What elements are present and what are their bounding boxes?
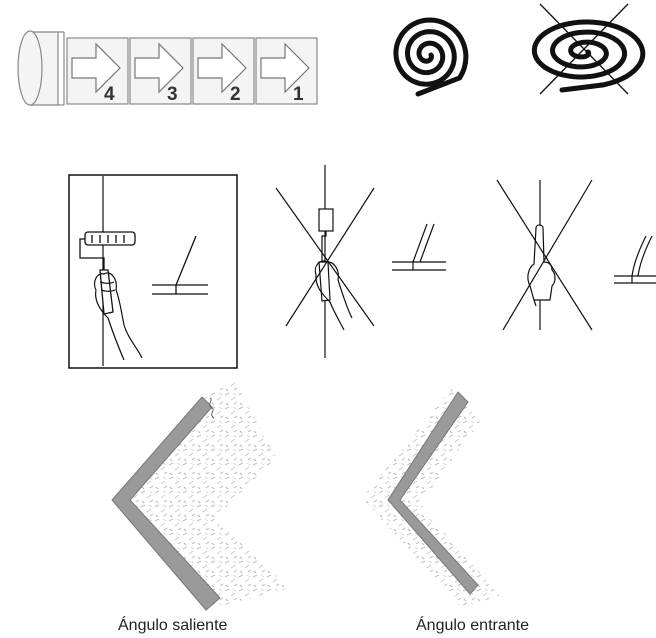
roller-correct-panel: [69, 175, 237, 368]
sequence-step-3: 3: [130, 38, 191, 105]
angle-diagram-icon: [392, 224, 446, 270]
step-number: 4: [104, 84, 115, 105]
sequence-step-1: 1: [256, 38, 317, 105]
step-number: 1: [293, 84, 304, 105]
spiral-incorrect-icon: [534, 4, 642, 94]
spiral-correct-icon: [396, 20, 466, 94]
outer-corner-diagram: [112, 382, 290, 612]
step-number: 2: [230, 84, 241, 105]
roller-incorrect-panel: [276, 165, 446, 358]
finger-incorrect-panel: [497, 180, 656, 330]
outer-corner-caption: Ángulo saliente: [118, 617, 227, 635]
sequence-step-2: 2: [193, 38, 254, 105]
inner-corner-caption: Ángulo entrante: [416, 617, 529, 635]
cross-out-icon: [497, 180, 592, 330]
inner-corner-diagram: [362, 388, 500, 608]
wallpaper-roll-icon: [18, 31, 64, 105]
angle-diagram-icon: [614, 236, 656, 283]
roll-sequence: 4 3 2 1: [18, 31, 317, 105]
step-number: 3: [167, 84, 178, 105]
sequence-step-4: 4: [67, 38, 128, 105]
